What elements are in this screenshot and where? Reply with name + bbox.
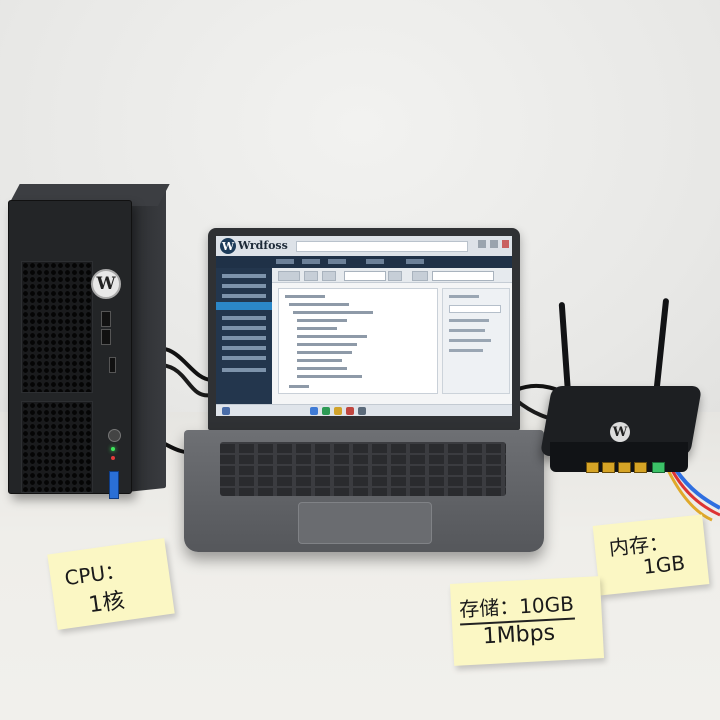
wordpress-logo-icon: W: [610, 422, 630, 442]
search-input[interactable]: [432, 271, 494, 281]
taskbar-app-icon[interactable]: [334, 407, 342, 415]
taskbar-app-icon[interactable]: [346, 407, 354, 415]
note-memory-value: 1GB: [641, 550, 687, 579]
toolbar-button[interactable]: [322, 271, 336, 281]
ethernet-port: [618, 462, 631, 473]
file-toolbar: [272, 268, 512, 283]
front-port: [101, 329, 111, 345]
ethernet-port-active: [652, 462, 665, 473]
toolbar-button[interactable]: [278, 271, 300, 281]
wordpress-logo-icon: W: [91, 269, 121, 299]
sidebar-item[interactable]: [222, 326, 266, 330]
property-row: [449, 319, 489, 322]
taskbar: [216, 404, 512, 416]
sidebar-item[interactable]: [222, 316, 266, 320]
note-storage-label: 存储：10GB: [458, 587, 575, 626]
audio-port: [109, 357, 116, 373]
ethernet-port: [602, 462, 615, 473]
list-item[interactable]: [297, 327, 337, 330]
taskbar-app-icon[interactable]: [358, 407, 366, 415]
list-item[interactable]: [297, 375, 362, 378]
list-item[interactable]: [297, 343, 357, 346]
property-row: [449, 349, 483, 352]
front-port: [101, 311, 111, 327]
maximize-icon[interactable]: [490, 240, 498, 248]
start-icon[interactable]: [222, 407, 230, 415]
app-title: Wrdfoss: [238, 239, 288, 252]
laptop-keyboard[interactable]: [220, 442, 506, 496]
list-item[interactable]: [297, 367, 347, 370]
tower-mesh-upper: [21, 261, 93, 393]
sticky-note-cpu: CPU： 1核: [47, 538, 175, 630]
toolbar-button[interactable]: [412, 271, 428, 281]
sidebar-item[interactable]: [222, 274, 266, 278]
property-field[interactable]: [449, 305, 501, 313]
minimize-icon[interactable]: [478, 240, 486, 248]
sidebar-item[interactable]: [222, 336, 266, 340]
admin-sidebar: [216, 268, 272, 416]
properties-pane: [442, 288, 510, 394]
list-item[interactable]: [297, 359, 342, 362]
ethernet-port: [634, 462, 647, 473]
property-row: [449, 295, 479, 298]
list-item[interactable]: [297, 319, 347, 322]
sidebar-item[interactable]: [222, 346, 266, 350]
list-item[interactable]: [297, 335, 367, 338]
top-nav: [216, 256, 512, 268]
taskbar-app-icon[interactable]: [310, 407, 318, 415]
property-row: [449, 339, 491, 342]
pc-tower: W: [8, 184, 170, 499]
wordpress-logo-icon: W: [220, 238, 236, 254]
tower-mesh-lower: [21, 401, 93, 493]
toolbar-button[interactable]: [304, 271, 318, 281]
sidebar-item-active[interactable]: [216, 302, 272, 310]
toolbar-field[interactable]: [344, 271, 386, 281]
taskbar-app-icon[interactable]: [322, 407, 330, 415]
list-item[interactable]: [297, 351, 352, 354]
app-titlebar: W Wrdfoss: [216, 236, 512, 256]
power-button[interactable]: [108, 429, 121, 442]
sidebar-item[interactable]: [222, 294, 266, 298]
list-item[interactable]: [289, 385, 309, 388]
router: W: [539, 297, 706, 482]
sidebar-item[interactable]: [222, 356, 266, 360]
close-icon[interactable]: [502, 240, 509, 248]
sidebar-item[interactable]: [222, 284, 266, 288]
tower-side-panel: [126, 187, 166, 493]
address-bar[interactable]: [296, 241, 468, 252]
tower-front-panel: W: [8, 200, 132, 499]
list-item[interactable]: [289, 303, 349, 306]
list-item[interactable]: [293, 311, 373, 314]
note-bandwidth-value: 1Mbps: [482, 620, 556, 650]
status-led: [111, 447, 115, 451]
list-item[interactable]: [285, 295, 325, 298]
laptop-screen: W Wrdfoss: [216, 236, 512, 416]
sticky-note-memory: 内存： 1GB: [592, 514, 710, 596]
sidebar-item[interactable]: [222, 368, 266, 372]
laptop-lid: W Wrdfoss: [208, 228, 520, 430]
sticky-note-storage: 存储：10GB 1Mbps: [449, 576, 605, 666]
note-cpu-value: 1核: [87, 588, 127, 619]
ethernet-port: [586, 462, 599, 473]
usb-port: [109, 471, 119, 499]
property-row: [449, 329, 485, 332]
status-led: [111, 456, 115, 460]
toolbar-button[interactable]: [388, 271, 402, 281]
laptop-touchpad[interactable]: [298, 502, 432, 544]
file-tree-pane: [278, 288, 438, 394]
laptop-base: [184, 430, 544, 552]
